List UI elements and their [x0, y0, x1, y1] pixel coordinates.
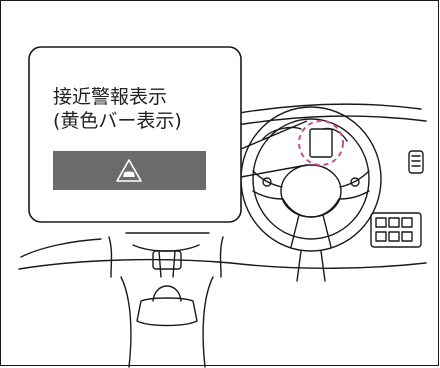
callout-pointer	[240, 120, 308, 178]
left-dash-curve	[20, 238, 102, 258]
right-vent-slats	[411, 155, 421, 167]
steering-column	[296, 250, 326, 282]
switch-1	[375, 217, 387, 228]
console-vent	[132, 244, 200, 252]
callout-title-line1: 接近警報表示	[53, 86, 168, 108]
switch-4	[375, 231, 387, 242]
switch-2	[388, 217, 400, 228]
switch-6	[401, 231, 413, 242]
lower-dash-right	[230, 262, 427, 269]
switch-3	[401, 217, 413, 228]
collision-warning-car-icon	[116, 159, 142, 182]
left-spoke-lower	[252, 190, 284, 200]
bottom-spoke	[290, 214, 332, 248]
dashboard-top-edge	[238, 103, 422, 114]
left-gauge-arc	[262, 126, 302, 140]
right-spoke-button	[350, 177, 360, 187]
switch-5	[388, 231, 400, 242]
lower-dash-left	[18, 258, 232, 270]
right-spoke-lower	[338, 190, 370, 200]
steering-hub-lower	[282, 198, 340, 218]
shift-tunnel-left	[120, 276, 132, 368]
shift-lever	[158, 250, 176, 278]
highlight-circle	[298, 120, 344, 166]
console-left-edge	[108, 236, 113, 278]
console-right-edge	[219, 236, 224, 278]
dashboard-cluster-hood	[236, 115, 427, 126]
right-vent	[408, 150, 424, 174]
shift-knob-top	[152, 250, 182, 270]
shift-tunnel-right	[202, 276, 214, 368]
right-gauge-arc	[322, 127, 348, 142]
right-spoke	[339, 170, 370, 188]
callout-box	[28, 46, 242, 223]
cluster-center-display	[309, 128, 333, 158]
left-spoke	[252, 170, 283, 188]
center-switch-panel	[370, 212, 422, 248]
callout-title-line2: (黄色バー表示)	[53, 110, 182, 132]
shift-knob	[152, 285, 182, 302]
warning-bar	[53, 151, 206, 190]
shift-boot	[136, 297, 198, 327]
left-spoke-button	[262, 177, 272, 187]
steering-wheel-inner	[252, 118, 370, 240]
